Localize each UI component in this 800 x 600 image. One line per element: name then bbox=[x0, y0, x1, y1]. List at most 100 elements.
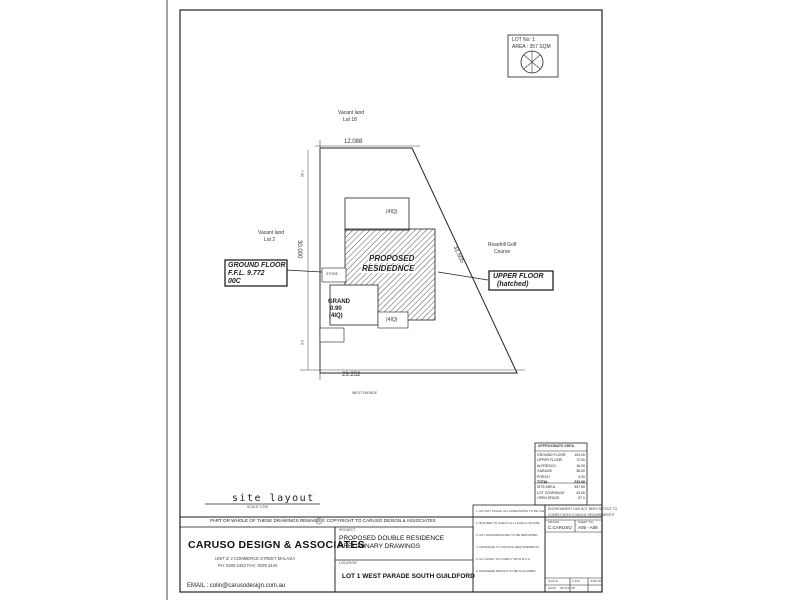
grand-label-3: (4IQ) bbox=[329, 313, 343, 319]
copyright-icon bbox=[315, 517, 323, 525]
lot-info-box bbox=[507, 34, 559, 78]
project-label: PROJECT bbox=[339, 528, 356, 532]
job-label: JOB NO. bbox=[590, 579, 603, 583]
area-row-value: 57.0 bbox=[578, 496, 585, 501]
sheet-value: A05 - A06 bbox=[578, 525, 598, 530]
north-neighbour-label: Vacant land bbox=[338, 110, 365, 116]
porch-outline bbox=[377, 311, 409, 329]
porch-label: (4IQ) bbox=[386, 317, 398, 323]
area-row-label: PORCH bbox=[537, 474, 550, 479]
area-row-value: 36.00 bbox=[576, 469, 585, 474]
copyright-notice: PART OR WHOLE OF THESE DRAWINGS REMAINS … bbox=[210, 518, 436, 523]
setback-top: 7.00 bbox=[300, 170, 304, 177]
note-item: 4. DRAINAGE TO COUNCIL REQUIREMENTS bbox=[476, 545, 540, 549]
residence-label-1: PROPOSED bbox=[368, 254, 416, 263]
store-outline bbox=[321, 267, 347, 283]
area-row: SITE AREA 357.00 bbox=[537, 485, 585, 490]
area-row-label: TOTAL bbox=[537, 479, 549, 484]
grand-label-2: 0.90 bbox=[330, 306, 342, 312]
area-row: ALFRESCO 16.00 bbox=[537, 464, 585, 469]
council-note: COMPLY WITH COUNCIL REQUIREMENTS bbox=[548, 513, 615, 517]
setback-bottom: 3.0 bbox=[300, 340, 304, 345]
grand-label-1: GRAND bbox=[328, 299, 350, 305]
date-label: DATE bbox=[548, 586, 556, 590]
upper-floor-callout-box bbox=[488, 270, 554, 291]
site-layout-title: site layout bbox=[232, 493, 315, 504]
upper-floor-leader bbox=[437, 271, 489, 281]
area-row-value: 16.00 bbox=[576, 463, 585, 468]
store-label: STORE bbox=[326, 272, 338, 276]
area-row-value: 104.00 bbox=[574, 453, 585, 457]
area-row: PORCH 4.00 bbox=[537, 475, 585, 480]
scale-value: 1:200 bbox=[572, 579, 580, 583]
ground-floor-room bbox=[329, 284, 379, 326]
company-name: CARUSO DESIGN & ASSOCIATES bbox=[188, 539, 365, 551]
area-row-label: SITE AREA bbox=[537, 485, 556, 490]
area-row-label: GROUND FLOOR bbox=[537, 453, 566, 457]
site-layout-scale: SCALE 1:200 bbox=[247, 505, 269, 509]
location-value: LOT 1 WEST PARADE SOUTH GUILDFORD bbox=[342, 573, 475, 580]
area-row-value: 43.00 bbox=[576, 490, 585, 495]
area-table-title: APPROXIMATE AREA bbox=[538, 444, 575, 448]
ground-floor-leader bbox=[285, 269, 323, 273]
north-arrow-icon bbox=[523, 51, 541, 73]
area-row-value: 72.00 bbox=[576, 458, 585, 463]
garage-label-top: (4IQ) bbox=[386, 209, 398, 215]
ground-floor-callout-ffl: F.F.L. 9.772 bbox=[228, 270, 265, 277]
drawn-value: C.CARUSO bbox=[548, 525, 572, 530]
area-row-label: UPPER FLOOR bbox=[537, 458, 563, 463]
dimension-top: 12.088 bbox=[344, 139, 363, 145]
lot-number: LOT No: 1 bbox=[512, 37, 535, 43]
area-row: TOTAL 232.00 bbox=[537, 480, 585, 485]
area-row: GROUND FLOOR 104.00 bbox=[537, 453, 585, 458]
project-line-2: PRELIMINARY DRAWINGS bbox=[339, 543, 421, 550]
note-item: 3. ANY DISCREPANCIES TO BE REPORTED bbox=[476, 533, 538, 537]
west-neighbour-label: Vacant land bbox=[258, 230, 285, 236]
project-line-1: PROPOSED DOUBLE RESIDENCE bbox=[339, 535, 445, 542]
ground-floor-callout-title: GROUND FLOOR bbox=[228, 262, 286, 269]
company-phone: PH: 9209 2422 FAX: 9209 2444 bbox=[218, 563, 278, 568]
sheet-label: SHEET NO. bbox=[578, 520, 595, 524]
north-neighbour-lot: Lot 18 bbox=[343, 117, 357, 123]
area-row-label: LOT COVERAGE bbox=[537, 490, 565, 495]
area-row: OPEN SPACE 57.0 bbox=[537, 496, 585, 501]
note-item: 6. ENGINEER DETAILS TO BE FOLLOWED bbox=[476, 569, 536, 573]
area-row-label: OPEN SPACE bbox=[537, 496, 560, 501]
dimension-bottom: 23.252 bbox=[342, 372, 361, 378]
east-neighbour-label: Rosehill Golf bbox=[488, 242, 517, 248]
date-value: 25 NOV 08 bbox=[560, 586, 575, 590]
upper-floor-callout-sub: (hatched) bbox=[497, 281, 529, 288]
company-email: EMAIL : colin@carusodesign.com.au bbox=[187, 583, 286, 589]
area-row: LOT COVERAGE 43.00 bbox=[537, 491, 585, 496]
area-row-value: 357.00 bbox=[574, 485, 585, 490]
environment-note: ENVIRONMENT HAS NOT BEEN SETOUT TO bbox=[548, 507, 618, 511]
area-table-rows: GROUND FLOOR 104.00 UPPER FLOOR 72.00 ALFR… bbox=[537, 453, 585, 502]
west-neighbour-lot: Lot 2 bbox=[264, 237, 276, 243]
location-label: LOCATION bbox=[339, 561, 357, 565]
area-row-label: ALFRESCO bbox=[537, 463, 556, 468]
area-row: UPPER FLOOR 72.00 bbox=[537, 458, 585, 463]
scale-label: SCALE bbox=[548, 579, 558, 583]
lot-area: AREA : 357 SQM bbox=[512, 44, 551, 50]
area-row-value: 4.00 bbox=[578, 474, 585, 479]
dimension-left: 30.000 bbox=[296, 240, 302, 259]
residence-label-2: RESIDEDNCE bbox=[361, 264, 416, 273]
ground-floor-callout-box bbox=[224, 259, 288, 287]
drawn-label: DRAWN bbox=[548, 520, 560, 524]
note-item: 2. BUILDER TO CHECK ALL LEVELS ON SITE bbox=[476, 521, 540, 525]
notes-list: 1. DO NOT SCALE. ALL DIMENSIONS TO BE CH… bbox=[476, 509, 544, 581]
company-address: UNIT 2/ 2 COMMERCE STREET MALAGA bbox=[215, 556, 296, 561]
ground-floor-callout-extra: 00C bbox=[228, 278, 241, 285]
upper-floor-callout-title: UPPER FLOOR bbox=[493, 273, 544, 280]
note-item: 1. DO NOT SCALE. ALL DIMENSIONS TO BE CH… bbox=[476, 509, 544, 513]
area-row: GARAGE 36.00 bbox=[537, 469, 585, 474]
east-neighbour-sub: Course bbox=[494, 249, 511, 255]
note-item: 5. ALL WORK TO COMPLY WITH B.C.A. bbox=[476, 557, 531, 561]
street-label: WEST PARADE bbox=[352, 391, 378, 395]
garage-outline bbox=[344, 197, 410, 231]
drawing-info-block bbox=[544, 504, 603, 593]
area-row-value: 232.00 bbox=[574, 479, 585, 484]
alfresco-outline bbox=[319, 327, 345, 343]
area-row-label: GARAGE bbox=[537, 469, 552, 474]
